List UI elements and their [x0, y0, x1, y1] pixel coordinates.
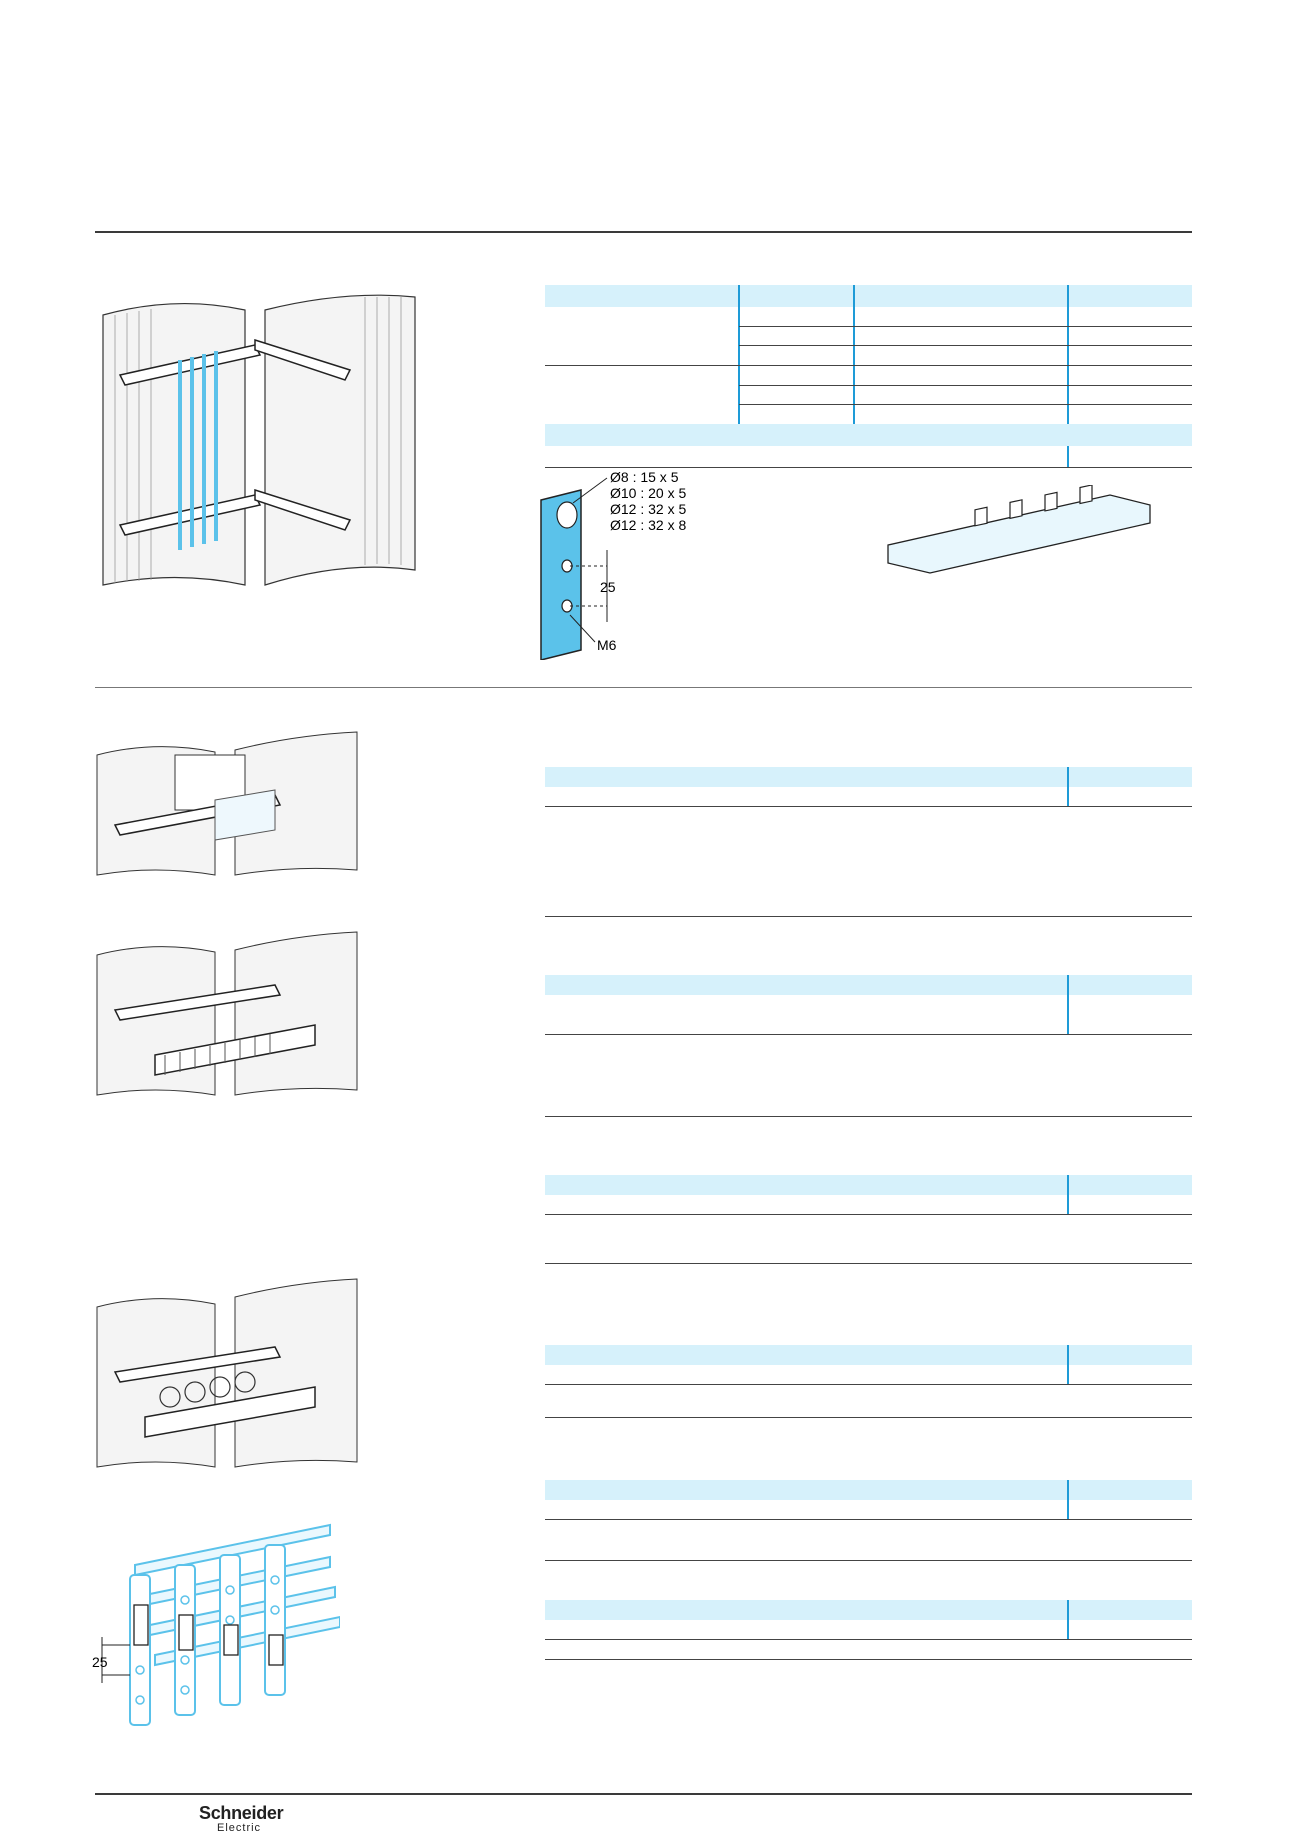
header-band: [545, 1345, 1192, 1365]
busbar-support-drawing: [887, 485, 1151, 574]
col-divider: [1067, 1600, 1069, 1640]
accessory-table-1: [545, 767, 1192, 917]
header-band: [545, 1600, 1192, 1620]
thread-label: M6: [597, 637, 617, 653]
col-divider: [1067, 1480, 1069, 1520]
busbar-connector-illustration: 25: [92, 1523, 340, 1726]
pitch-label: 25: [600, 579, 616, 595]
header-band: [545, 975, 1192, 995]
hole-size-label: Ø10 : 20 x 5: [610, 485, 686, 501]
table-rule: [545, 1417, 1192, 1418]
col-divider: [1067, 975, 1069, 1035]
table-rule: [545, 1034, 1192, 1035]
accessory-table-4: [545, 1345, 1192, 1418]
col-divider-1: [738, 285, 740, 425]
table-rule: [545, 1659, 1192, 1660]
col-divider-2: [853, 285, 855, 425]
schneider-electric-logo: Schneider Electric: [199, 1803, 284, 1834]
large-hole: [556, 501, 578, 529]
section-rule: [95, 687, 1192, 688]
table-rule: [545, 1519, 1192, 1520]
col-divider-3: [1067, 446, 1069, 468]
distribution-block-illustration: [96, 931, 358, 1096]
table-rule: [545, 1116, 1192, 1117]
table-rule: [545, 916, 1192, 917]
table-rule: [545, 1560, 1192, 1561]
busbar-cabinet-illustration: [102, 294, 416, 586]
accessory-table-5: [545, 1480, 1192, 1561]
table-rule: [545, 806, 1192, 807]
table-rule: [739, 345, 1192, 346]
table-rule: [545, 1214, 1192, 1215]
hole-size-label: Ø8 : 15 x 5: [610, 470, 679, 485]
horizontal-busbar-illustration: [96, 731, 358, 876]
table-rule: [545, 365, 1192, 366]
col-divider: [1067, 1175, 1069, 1215]
table-rule: [739, 385, 1192, 386]
accessory-table-6: [545, 1600, 1192, 1660]
header-band: [545, 424, 1192, 446]
top-rule: [95, 231, 1192, 233]
hole-size-label: Ø12 : 32 x 5: [610, 501, 686, 517]
table-rule: [545, 467, 1192, 468]
logo-line-2: Electric: [217, 1822, 262, 1834]
table-rule: [739, 326, 1192, 327]
col-divider-3: [1067, 285, 1069, 425]
connection-block-illustration: [96, 1278, 358, 1468]
header-band: [545, 1175, 1192, 1195]
col-divider: [1067, 1345, 1069, 1385]
hole-size-label: Ø12 : 32 x 8: [610, 517, 686, 533]
busbar-spec-table: [545, 285, 1192, 468]
header-band: [545, 285, 1192, 307]
accessory-table-2: [545, 975, 1192, 1117]
pitch-label: 25: [92, 1654, 108, 1670]
busbar-detail-drawing: Ø8 : 15 x 5 Ø10 : 20 x 5 Ø12 : 32 x 5 Ø1…: [540, 470, 686, 660]
bottom-rule: [95, 1793, 1192, 1795]
header-band: [545, 767, 1192, 787]
table-rule: [545, 1384, 1192, 1385]
table-rule: [739, 404, 1192, 405]
header-band: [545, 1480, 1192, 1500]
table-rule: [545, 1639, 1192, 1640]
table-rule: [545, 1263, 1192, 1264]
accessory-table-3: [545, 1175, 1192, 1265]
col-divider: [1067, 767, 1069, 807]
logo-line-1: Schneider: [199, 1803, 284, 1823]
